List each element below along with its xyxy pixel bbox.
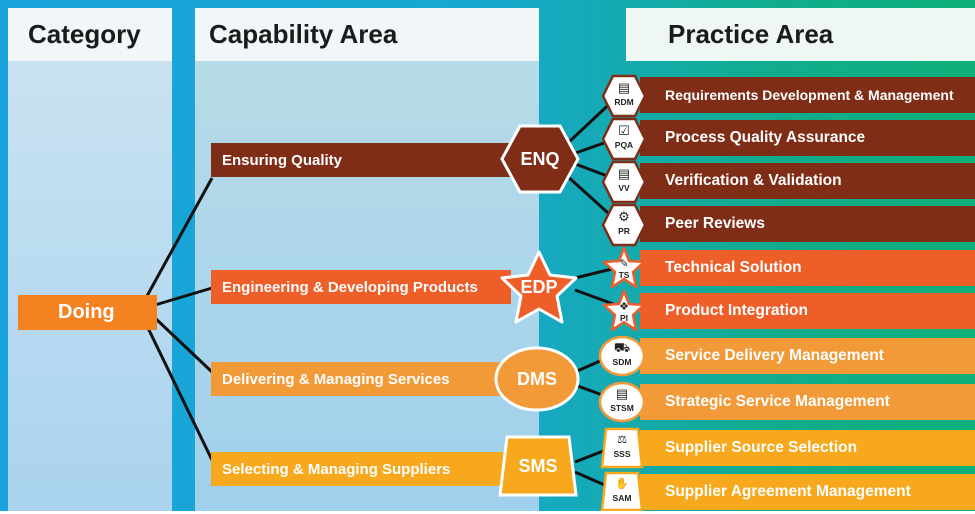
practice-ts: Technical Solution <box>640 250 975 286</box>
practice-vv: Verification & Validation <box>640 163 975 199</box>
capability-header: Capability Area <box>195 8 539 61</box>
practice-header: Practice Area <box>626 8 975 61</box>
sms-trapezoid: SMS <box>497 434 579 498</box>
practice-pqa: Process Quality Assurance <box>640 120 975 156</box>
practice-sss: Supplier Source Selection <box>640 430 975 466</box>
document-stack-icon: ▤ RDM <box>602 74 646 118</box>
practice-pi: Product Integration <box>640 293 975 329</box>
puzzle-icon: ❖ PI <box>602 289 646 333</box>
checklist-icon: ☑ PQA <box>602 117 646 161</box>
enq-hexagon: ENQ <box>500 124 580 194</box>
practice-sam: Supplier Agreement Management <box>640 474 975 510</box>
practice-sdm: Service Delivery Management <box>640 338 975 374</box>
capability-selecting-managing-suppliers: Selecting & Managing Suppliers <box>211 452 511 486</box>
practice-pr: Peer Reviews <box>640 206 975 242</box>
people-icon: ⚙ PR <box>602 203 646 247</box>
capability-ensuring-quality: Ensuring Quality <box>211 143 511 177</box>
clipboard-icon: ▤ VV <box>602 160 646 204</box>
capability-delivering-managing-services: Delivering & Managing Services <box>211 362 511 396</box>
dms-ellipse: DMS <box>494 346 580 412</box>
truck-icon: ⛟ SDM <box>598 334 646 378</box>
scale-icon: ⚖ SSS <box>600 426 644 470</box>
strategy-doc-icon: ▤ STSM <box>598 380 646 424</box>
practice-rdm: Requirements Development & Management <box>640 77 975 113</box>
handshake-icon: ✋ SAM <box>600 470 644 514</box>
category-header: Category <box>8 8 172 61</box>
pencil-doc-icon: ✎ TS <box>602 246 646 290</box>
edp-star: EDP <box>498 248 580 326</box>
category-column: Category <box>8 8 172 511</box>
category-doing: Doing <box>18 295 157 330</box>
practice-column: Practice Area <box>626 8 975 511</box>
practice-stsm: Strategic Service Management <box>640 384 975 420</box>
capability-engineering-developing-products: Engineering & Developing Products <box>211 270 511 304</box>
